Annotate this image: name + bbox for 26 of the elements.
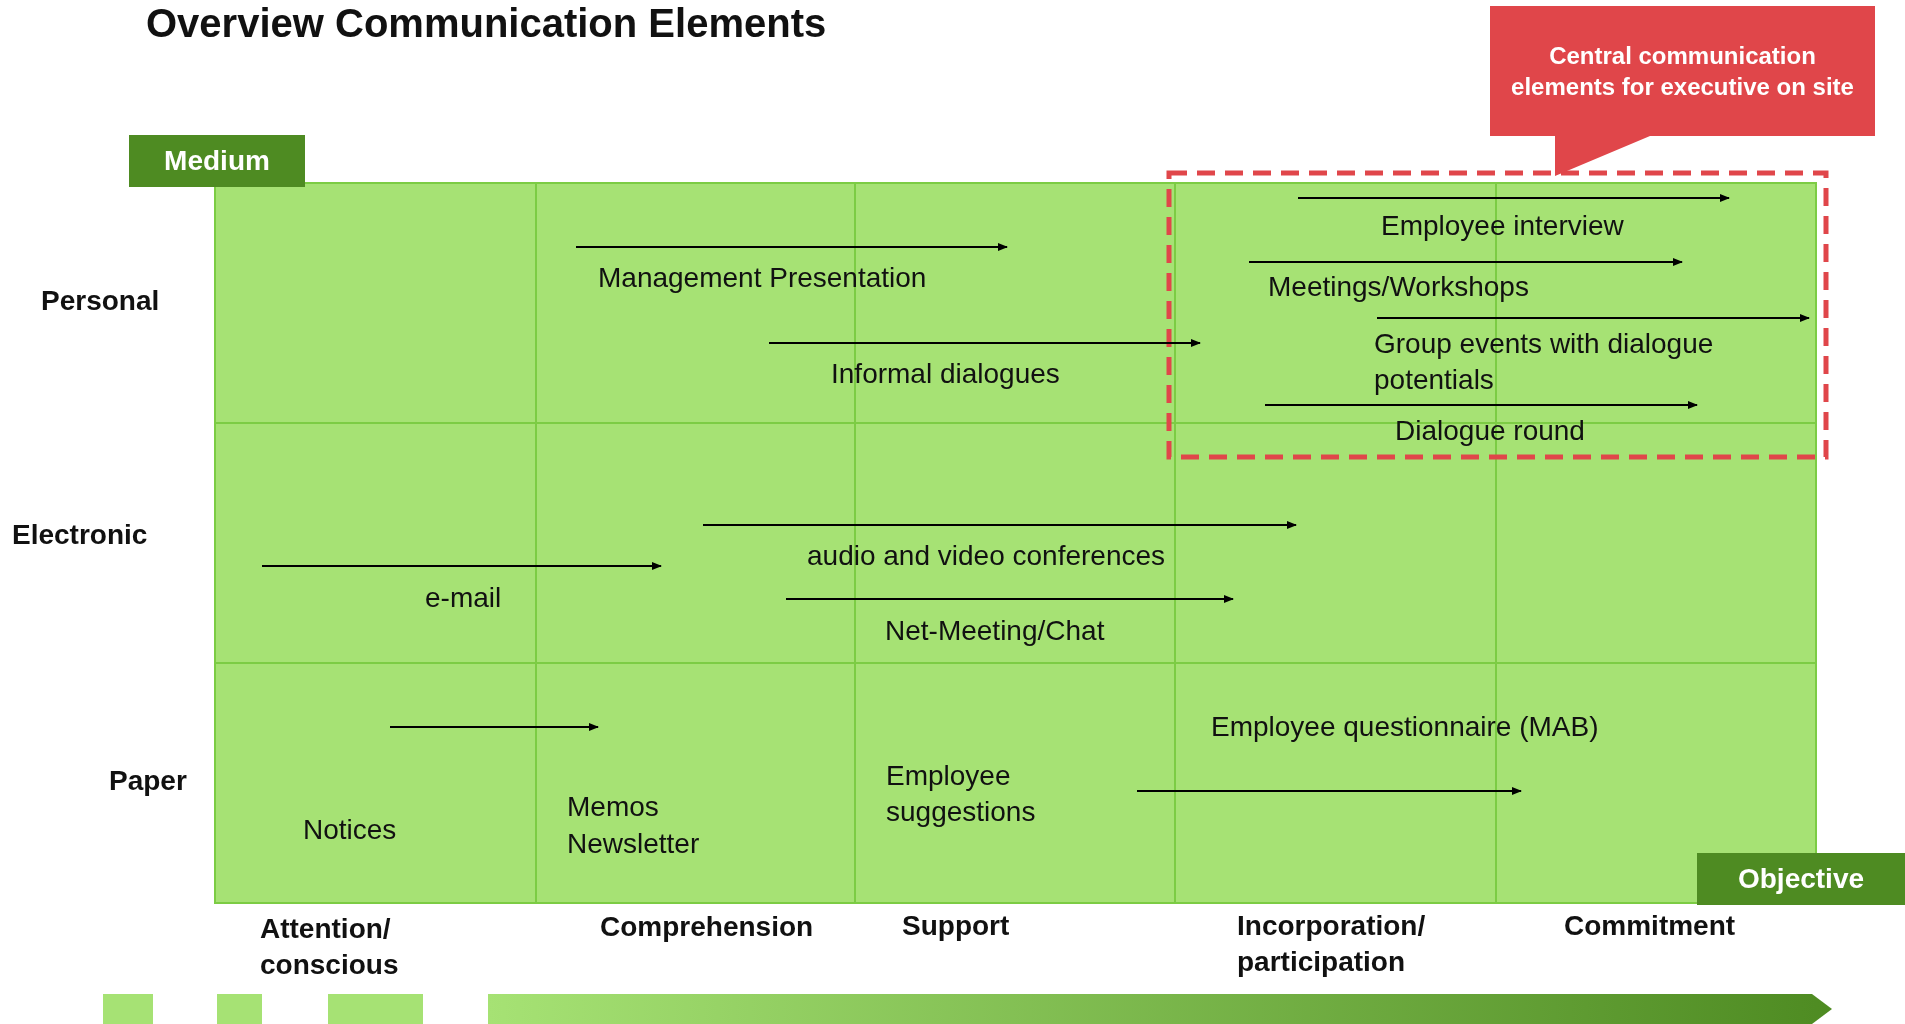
item-label: Management Presentation (598, 261, 927, 295)
row-label: Paper (109, 764, 187, 798)
axis-tab: Medium (129, 135, 305, 187)
column-label: Commitment (1564, 909, 1736, 943)
title: Overview Communication Elements (146, 0, 827, 46)
item-label: Memos (567, 790, 659, 824)
item-label: audio and video conferences (807, 539, 1166, 573)
column-label: Attention/ conscious (260, 912, 400, 982)
item-label: Net-Meeting/Chat (885, 614, 1105, 648)
item-label: Employee interview (1381, 209, 1624, 243)
item-label: Newsletter (567, 827, 700, 861)
item-label: e-mail (425, 581, 502, 615)
column-label: Incorporation/ participation (1237, 909, 1427, 979)
column-label: Support (902, 909, 1010, 943)
callout-box: Central communication elements for executive on site (1490, 6, 1875, 176)
column-label: Comprehension (600, 910, 814, 944)
item-label: Dialogue round (1395, 414, 1585, 448)
item-label: Group events with dialogue potentials (1374, 327, 1715, 397)
item-label: Meetings/Workshops (1268, 270, 1529, 304)
item-label: Employee questionnaire (MAB) (1211, 710, 1599, 744)
item-label: Notices (303, 813, 397, 847)
axis-tab: Objective (1697, 853, 1905, 905)
row-label: Electronic (12, 518, 148, 552)
item-label: Employee suggestions (886, 759, 1037, 829)
row-label: Personal (41, 284, 160, 318)
item-label: Informal dialogues (831, 357, 1060, 391)
